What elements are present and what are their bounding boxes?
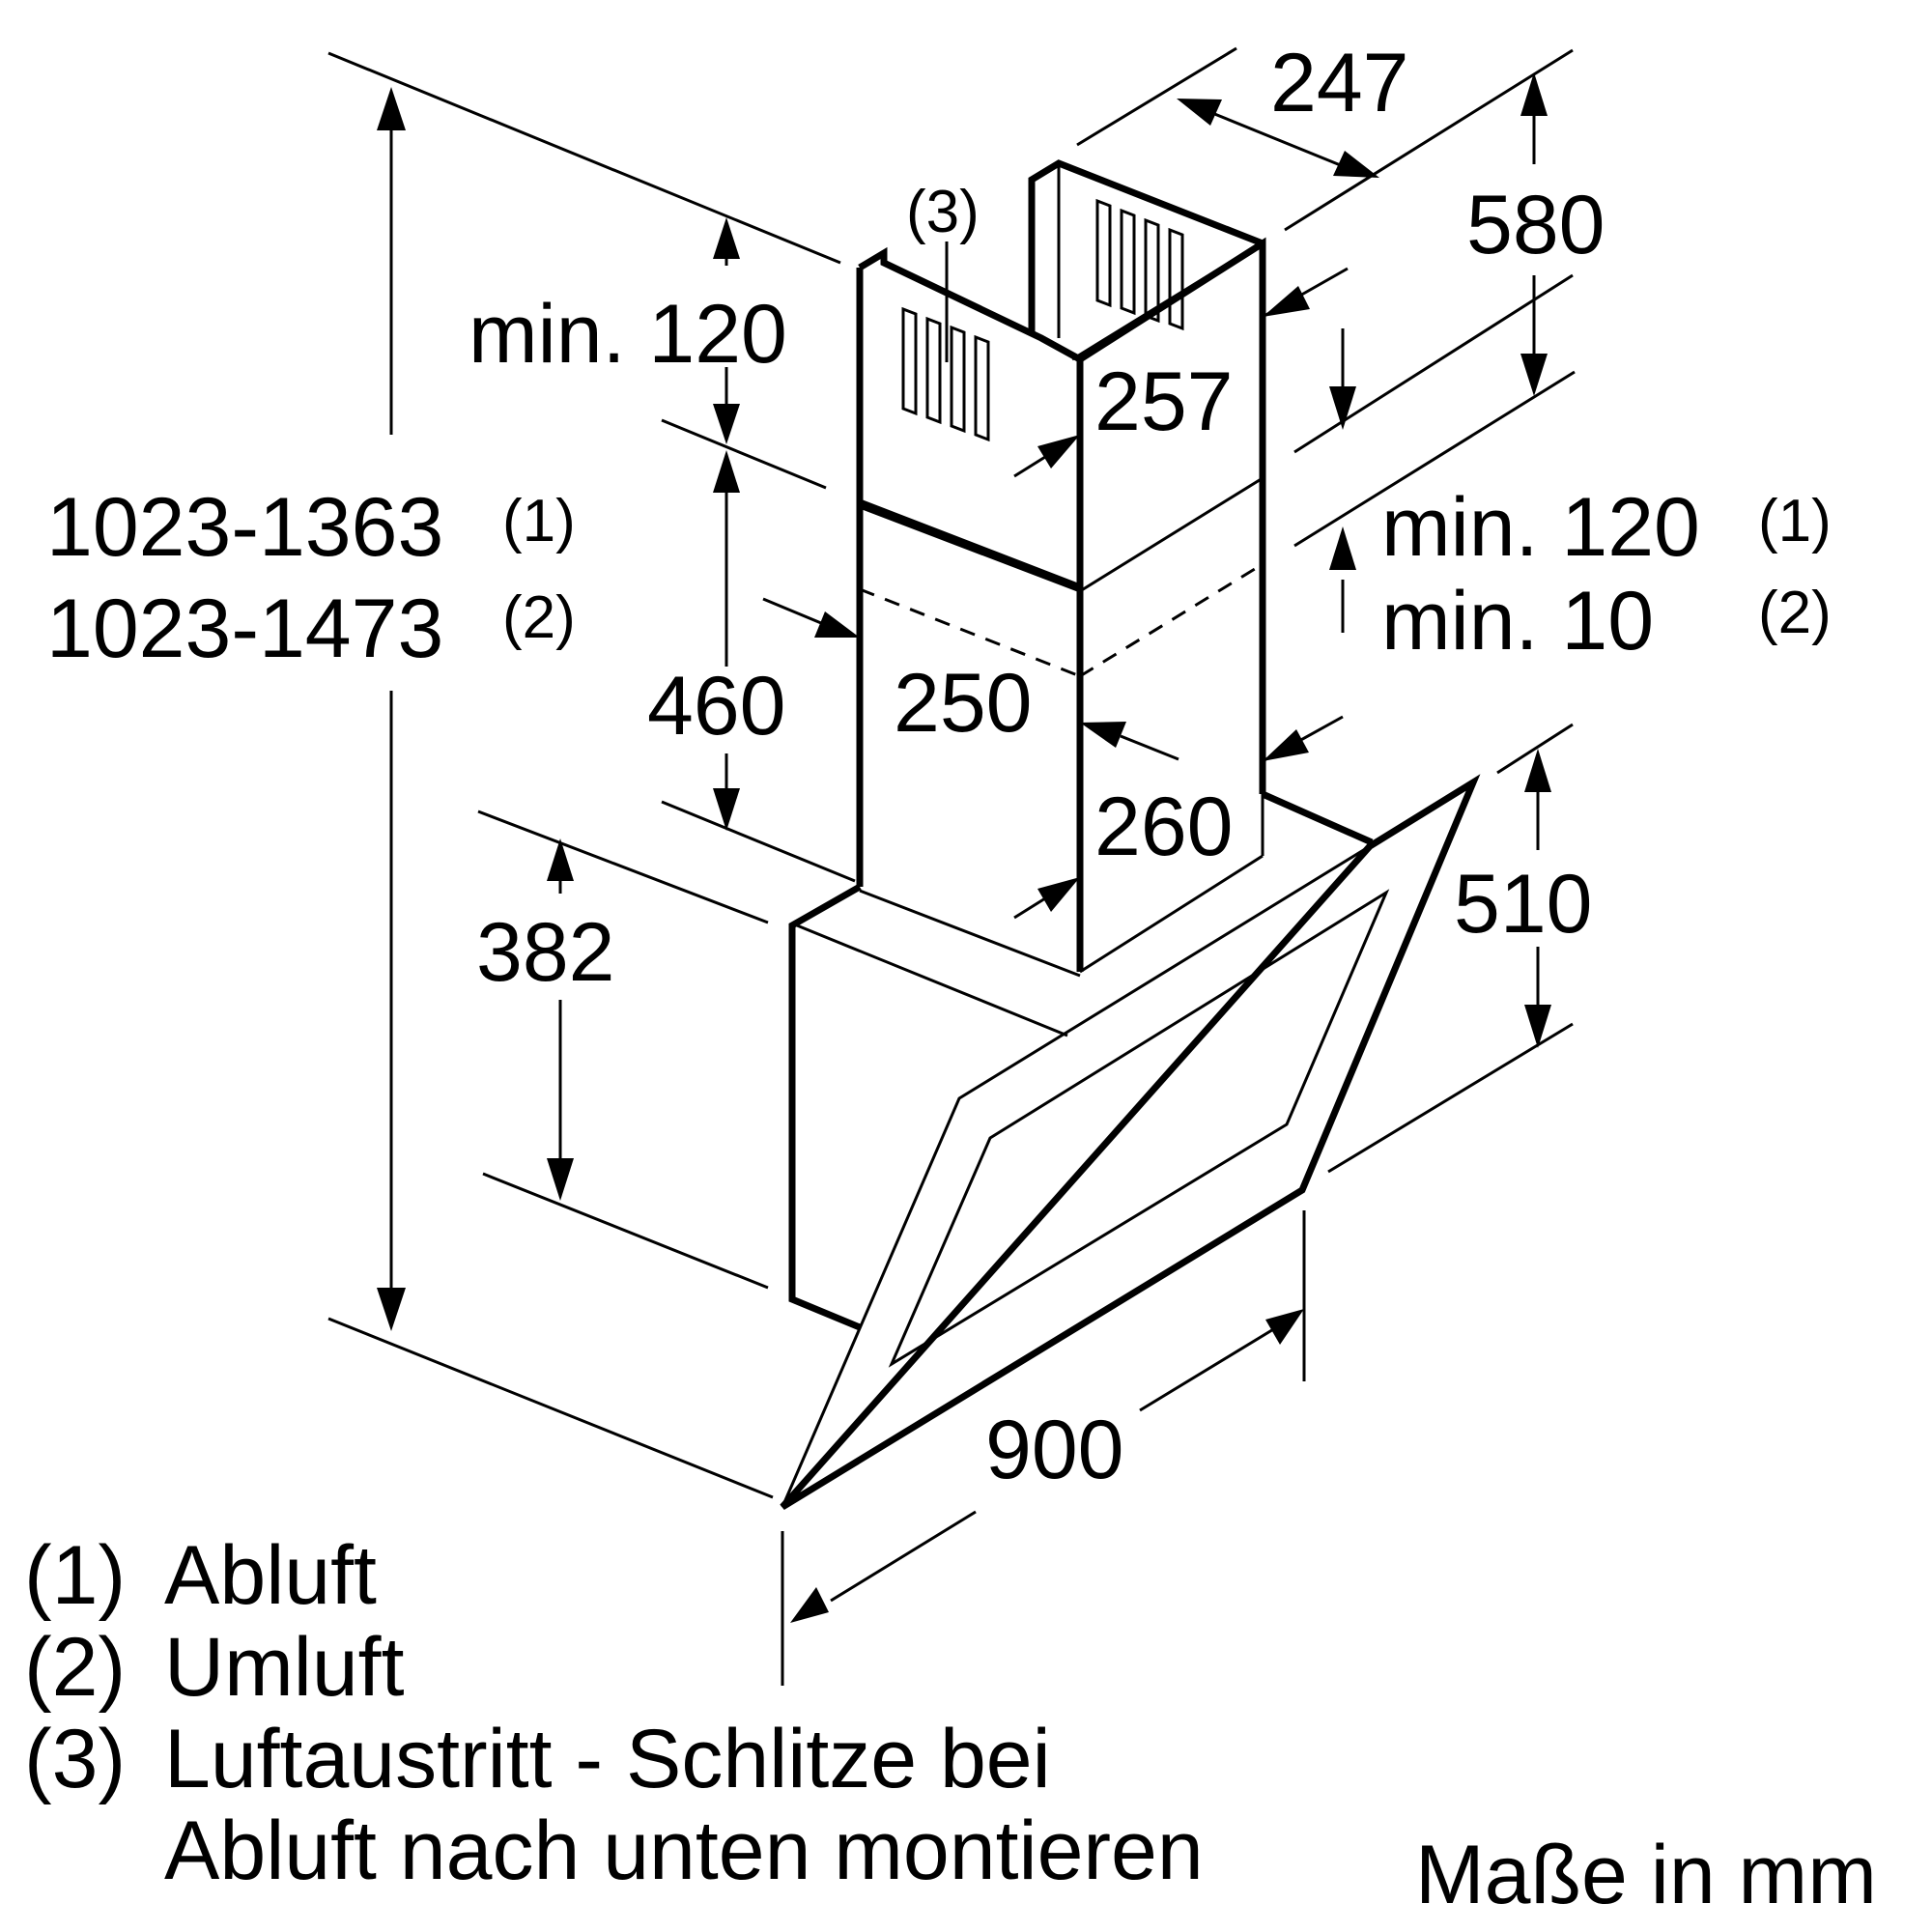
- hood-body: [788, 790, 1374, 1331]
- extension-lines: [327, 46, 1576, 1686]
- dim-upper-duct-depth: 257: [1094, 355, 1234, 448]
- legend-item-2-text: Umluft: [164, 1621, 405, 1714]
- dim-top-width: 247: [1270, 37, 1409, 129]
- legend-item-3-text-line2: Abluft nach unten montieren: [164, 1804, 1204, 1897]
- dim-hood-height: 510: [1454, 858, 1593, 951]
- arrow-up: [377, 87, 406, 130]
- legend-item-3-text-line1: Luftaustritt - Schlitze bei: [164, 1713, 1051, 1805]
- vent-slots-front: [901, 306, 990, 442]
- dim-total-height-2: 1023-1473: [46, 582, 443, 675]
- lower-duct: [856, 473, 1266, 974]
- units-note: Maße in mm: [1415, 1829, 1877, 1921]
- legend-item-1-text: Abluft: [164, 1529, 377, 1622]
- dim-min-top-gap: min. 120: [469, 288, 787, 381]
- legend-item-2-num: (2): [24, 1621, 126, 1714]
- upper-duct: [856, 159, 1266, 593]
- dim-lower-duct-depth: 260: [1094, 781, 1234, 873]
- dim-total-height-1: 1023-1363: [46, 481, 443, 574]
- dim-min-gap-1: min. 120: [1381, 481, 1700, 574]
- sup-2-right: (2): [1758, 580, 1832, 646]
- dim-min-gap-2: min. 10: [1381, 575, 1654, 668]
- dim-hood-width: 900: [985, 1404, 1124, 1496]
- dim-chimney-height: 460: [647, 660, 786, 753]
- legend-item-1-num: (1): [24, 1529, 126, 1622]
- sup-1-right: (1): [1758, 488, 1832, 554]
- slot-ref: (3): [906, 179, 980, 245]
- dim-body-height: 382: [476, 906, 615, 999]
- dim-top-height: 580: [1466, 179, 1605, 271]
- legend: (1) Abluft (2) Umluft (3) Luftaustritt -…: [24, 1529, 1204, 1897]
- glass-panel: [780, 774, 1481, 1510]
- dimension-labels: 247 580 (3) min. 120 1023-1363 (1) 1023-…: [46, 37, 1832, 1496]
- sup-2-left: (2): [502, 584, 576, 651]
- sup-1-left: (1): [502, 488, 576, 554]
- legend-item-3-num: (3): [24, 1713, 126, 1805]
- arrow-down: [377, 1288, 406, 1331]
- dim-lower-duct-width: 250: [894, 657, 1033, 750]
- vent-slots-back: [1095, 198, 1184, 331]
- dimension-lines: [377, 72, 1551, 1623]
